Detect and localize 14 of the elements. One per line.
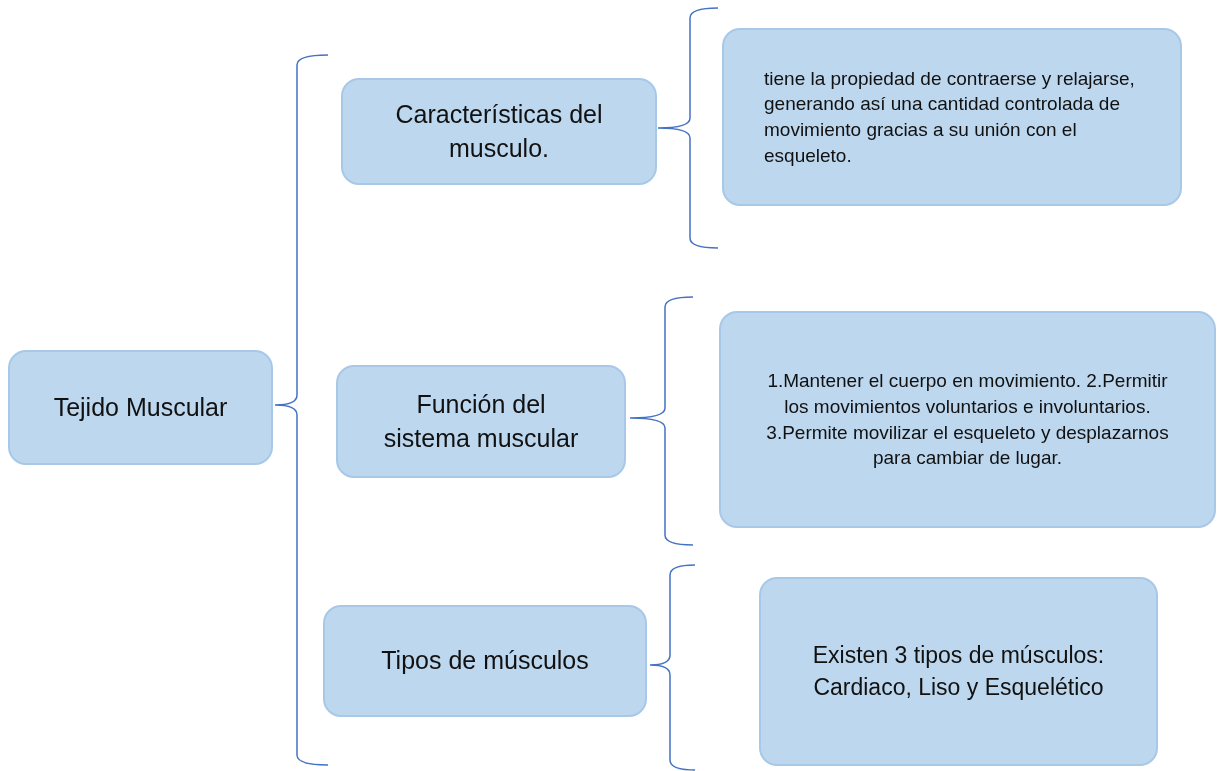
box-text: Tejido Muscular bbox=[53, 391, 228, 423]
concept-box bbox=[8, 350, 273, 465]
concept-box bbox=[336, 365, 626, 478]
concept-box bbox=[341, 78, 657, 185]
concept-box bbox=[759, 577, 1158, 766]
concept-box bbox=[722, 28, 1182, 206]
box-text: Función del sistema muscular bbox=[382, 388, 580, 454]
box-text: Existen 3 tipos de músculos: Cardiaco, Liso y Esquelético bbox=[811, 641, 1106, 702]
concept-box bbox=[323, 605, 647, 717]
box-text: 1.Mantener el cuerpo en movimiento. 2.Permitir los movimientos voluntarios e involuntarios. 3.Permite movilizar el esqueleto y desplazarnos para cambiar de lugar. bbox=[765, 369, 1170, 471]
box-text: Tipos de músculos bbox=[381, 645, 589, 677]
box-text: tiene la propiedad de contraerse y relajarse, generando así una cantidad controlada de movimiento gracias a su unión con el esqueleto. bbox=[764, 66, 1136, 168]
box-text: Características del musculo. bbox=[394, 98, 604, 164]
concept-box bbox=[719, 311, 1216, 528]
